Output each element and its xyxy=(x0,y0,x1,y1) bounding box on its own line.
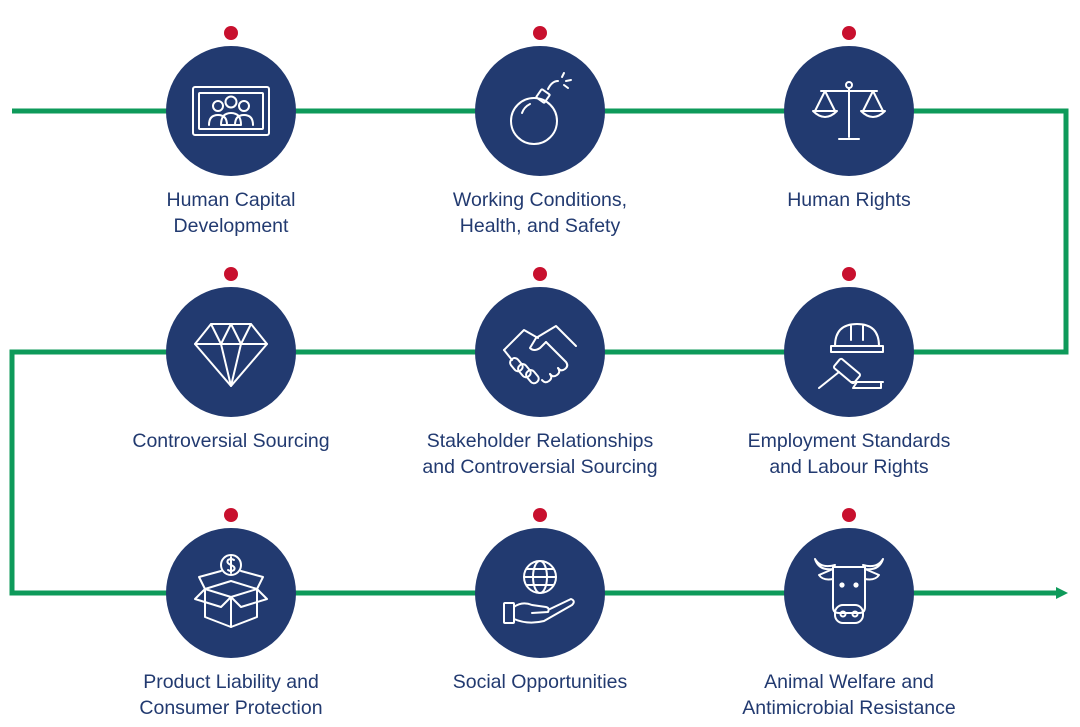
cow-icon xyxy=(807,551,891,635)
hardhat-gavel-icon xyxy=(807,310,891,394)
money-bill-people-icon xyxy=(189,69,273,153)
globe-hand-icon xyxy=(498,551,582,635)
marker-dot xyxy=(533,26,547,40)
dollar-box-icon xyxy=(189,551,273,635)
marker-dot xyxy=(842,508,856,522)
bomb-icon xyxy=(498,69,582,153)
node-circle xyxy=(784,528,914,658)
marker-dot xyxy=(224,508,238,522)
node-circle xyxy=(475,46,605,176)
node-label: Working Conditions,Health, and Safety xyxy=(452,189,628,237)
node-circle xyxy=(166,287,296,417)
marker-dot xyxy=(842,267,856,281)
flow-arrowhead xyxy=(1056,587,1068,599)
node-circle xyxy=(166,528,296,658)
marker-dot xyxy=(533,267,547,281)
node-label: Human Rights xyxy=(787,189,911,211)
marker-dot xyxy=(842,26,856,40)
handshake-icon xyxy=(498,310,582,394)
scales-of-justice-icon xyxy=(807,69,891,153)
node-label: Controversial Sourcing xyxy=(132,430,330,452)
node-circle xyxy=(784,46,914,176)
node-circle xyxy=(475,287,605,417)
node-circle xyxy=(784,287,914,417)
node-circle xyxy=(475,528,605,658)
node-circle xyxy=(166,46,296,176)
node-label: Social Opportunities xyxy=(452,671,628,693)
diamond-icon xyxy=(189,310,273,394)
marker-dot xyxy=(533,508,547,522)
marker-dot xyxy=(224,26,238,40)
marker-dot xyxy=(224,267,238,281)
